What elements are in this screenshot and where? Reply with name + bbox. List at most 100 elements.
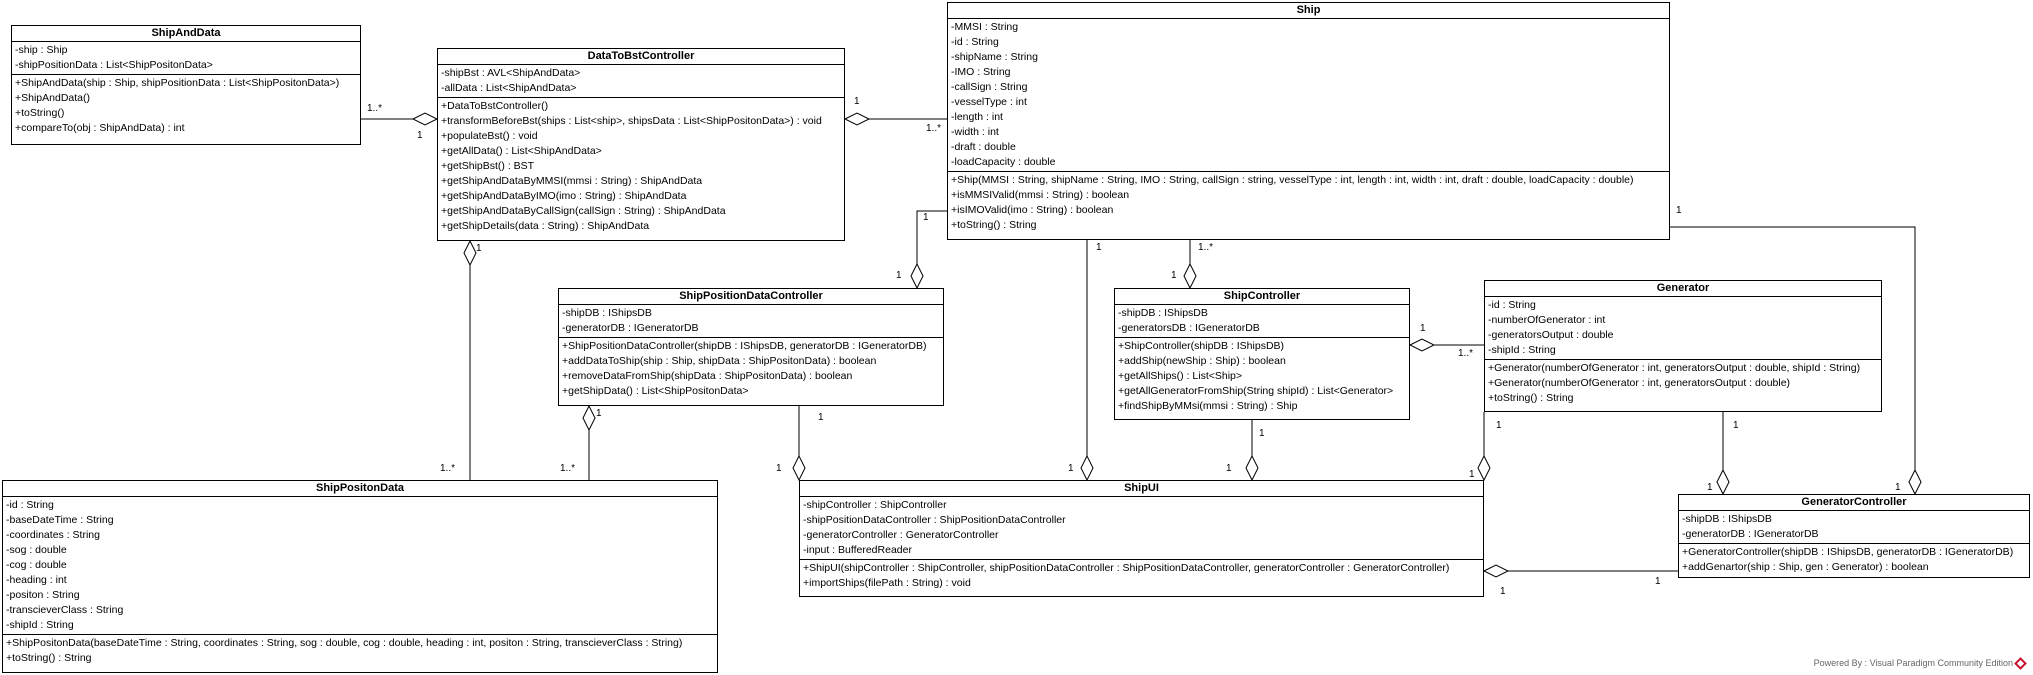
multiplicity-label: 1 [1171, 270, 1177, 281]
attributes-compartment: -ship : Ship -shipPositionData : List<Sh… [12, 42, 360, 75]
operation: +Generator(numberOfGenerator : int, gene… [1488, 377, 1791, 389]
class-data-to-bst-controller[interactable]: DataToBstController -shipBst : AVL<ShipA… [437, 48, 845, 241]
operation: +GeneratorController(shipDB : IShipsDB, … [1682, 546, 2014, 558]
multiplicity-label: 1 [1707, 482, 1713, 493]
class-name: ShipAndData [12, 26, 360, 42]
operation: +ShipAndData() [15, 92, 91, 104]
attribute: -generatorDB : IGeneratorDB [562, 322, 699, 334]
aggregation-diamond [792, 454, 806, 482]
attribute: -shipPositionData : List<ShipPositonData… [15, 59, 213, 71]
operation: +ShipAndData(ship : Ship, shipPositionDa… [15, 77, 340, 89]
operation: +populateBst() : void [441, 130, 538, 142]
multiplicity-label: 1 [1895, 482, 1901, 493]
class-name: DataToBstController [438, 49, 844, 65]
multiplicity-label: 1 [896, 270, 902, 281]
class-ship-controller[interactable]: ShipController -shipDB : IShipsDB -gener… [1114, 288, 1410, 420]
operation: +getAllShips() : List<Ship> [1118, 370, 1243, 382]
class-ship-position-data-controller[interactable]: ShipPositionDataController -shipDB : ISh… [558, 288, 944, 406]
class-name: GeneratorController [1679, 495, 2029, 511]
attribute: -generatorsDB : IGeneratorDB [1118, 322, 1260, 334]
attributes-compartment: -MMSI : String -id : String -shipName : … [948, 19, 1669, 172]
operation: +ShipUI(shipController : ShipController,… [803, 562, 1450, 574]
visual-paradigm-logo-icon [2014, 656, 2027, 670]
operation: +isMMSIValid(mmsi : String) : boolean [951, 189, 1130, 201]
attribute: -IMO : String [951, 66, 1011, 78]
attribute: -shipDB : IShipsDB [562, 307, 652, 319]
attributes-compartment: -shipController : ShipController -shipPo… [800, 497, 1483, 560]
attribute: -shipPositionDataController : ShipPositi… [803, 514, 1066, 526]
attributes-compartment: -shipBst : AVL<ShipAndData> -allData : L… [438, 65, 844, 98]
multiplicity-label: 1 [1655, 576, 1661, 587]
aggregation-diamond [1716, 468, 1730, 496]
class-ship-and-data[interactable]: ShipAndData -ship : Ship -shipPositionDa… [11, 25, 361, 145]
class-ship[interactable]: Ship -MMSI : String -id : String -shipNa… [947, 2, 1670, 240]
attribute: -id : String [951, 36, 999, 48]
operation: +addShip(newShip : Ship) : boolean [1118, 355, 1286, 367]
operation: +toString() : String [1488, 392, 1574, 404]
attribute: -positon : String [6, 589, 80, 601]
multiplicity-label: 1 [476, 243, 482, 254]
attribute: -MMSI : String [951, 21, 1019, 33]
attribute: -shipBst : AVL<ShipAndData> [441, 67, 581, 79]
multiplicity-label: 1 [1068, 463, 1074, 474]
footer-text: Powered By : Visual Paradigm Community E… [1813, 658, 2013, 668]
aggregation-diamond [1482, 564, 1510, 578]
multiplicity-label: 1 [1259, 428, 1265, 439]
powered-by-footer: Powered By : Visual Paradigm Community E… [1813, 656, 2027, 670]
operations-compartment: +ShipUI(shipController : ShipController,… [800, 560, 1483, 592]
class-ship-ui[interactable]: ShipUI -shipController : ShipController … [799, 480, 1484, 597]
operation: +ShipController(shipDB : IShipsDB) [1118, 340, 1285, 352]
aggregation-diamond [910, 262, 924, 290]
operations-compartment: +DataToBstController() +transformBeforeB… [438, 98, 844, 235]
attribute: -numberOfGenerator : int [1488, 314, 1606, 326]
attribute: -generatorsOutput : double [1488, 329, 1614, 341]
attribute: -sog : double [6, 544, 67, 556]
attributes-compartment: -id : String -baseDateTime : String -coo… [3, 497, 717, 635]
operation: +ShipPositonData(baseDateTime : String, … [6, 637, 683, 649]
attribute: -loadCapacity : double [951, 156, 1056, 168]
operation: +getAllGeneratorFromShip(String shipId) … [1118, 385, 1394, 397]
class-generator[interactable]: Generator -id : String -numberOfGenerato… [1484, 280, 1882, 412]
multiplicity-label: 1 [417, 130, 423, 141]
multiplicity-label: 1 [1676, 205, 1682, 216]
attributes-compartment: -shipDB : IShipsDB -generatorDB : IGener… [559, 305, 943, 338]
operation: +addDataToShip(ship : Ship, shipData : S… [562, 355, 877, 367]
attribute: -shipController : ShipController [803, 499, 947, 511]
attribute: -coordinates : String [6, 529, 100, 541]
attribute: -allData : List<ShipAndData> [441, 82, 577, 94]
operation: +isIMOValid(imo : String) : boolean [951, 204, 1114, 216]
multiplicity-label: 1..* [440, 463, 456, 474]
attribute: -baseDateTime : String [6, 514, 114, 526]
class-generator-controller[interactable]: GeneratorController -shipDB : IShipsDB -… [1678, 494, 2030, 578]
operation: +getShipData() : List<ShipPositonData> [562, 385, 749, 397]
operation: +toString() : String [951, 219, 1037, 231]
operations-compartment: +ShipAndData(ship : Ship, shipPositionDa… [12, 75, 360, 137]
link-ship-generatorcontroller [1670, 226, 1916, 470]
operation: +toString() [15, 107, 65, 119]
attribute: -heading : int [6, 574, 67, 586]
attribute: -draft : double [951, 141, 1016, 153]
attribute: -shipDB : IShipsDB [1118, 307, 1208, 319]
operation: +findShipByMMsi(mmsi : String) : Ship [1118, 400, 1298, 412]
link-ship-spdc [916, 210, 947, 264]
class-name: Ship [948, 3, 1669, 19]
aggregation-diamond [463, 239, 477, 267]
attributes-compartment: -shipDB : IShipsDB -generatorsDB : IGene… [1115, 305, 1409, 338]
operation: +removeDataFromShip(shipData : ShipPosit… [562, 370, 853, 382]
attribute: -id : String [6, 499, 54, 511]
aggregation-diamond [1477, 454, 1491, 482]
operation: +transformBeforeBst(ships : List<ship>, … [441, 115, 822, 127]
operation: +DataToBstController() [441, 100, 549, 112]
attribute: -vesselType : int [951, 96, 1027, 108]
attribute: -width : int [951, 126, 999, 138]
attributes-compartment: -id : String -numberOfGenerator : int -g… [1485, 297, 1881, 360]
operation: +importShips(filePath : String) : void [803, 577, 971, 589]
multiplicity-label: 1..* [926, 123, 942, 134]
aggregation-diamond [1183, 262, 1197, 290]
attribute: -generatorDB : IGeneratorDB [1682, 528, 1819, 540]
class-ship-positon-data[interactable]: ShipPositonData -id : String -baseDateTi… [2, 480, 718, 673]
multiplicity-label: 1 [1496, 420, 1502, 431]
multiplicity-label: 1 [596, 408, 602, 419]
attribute: -generatorController : GeneratorControll… [803, 529, 999, 541]
multiplicity-label: 1..* [367, 103, 383, 114]
